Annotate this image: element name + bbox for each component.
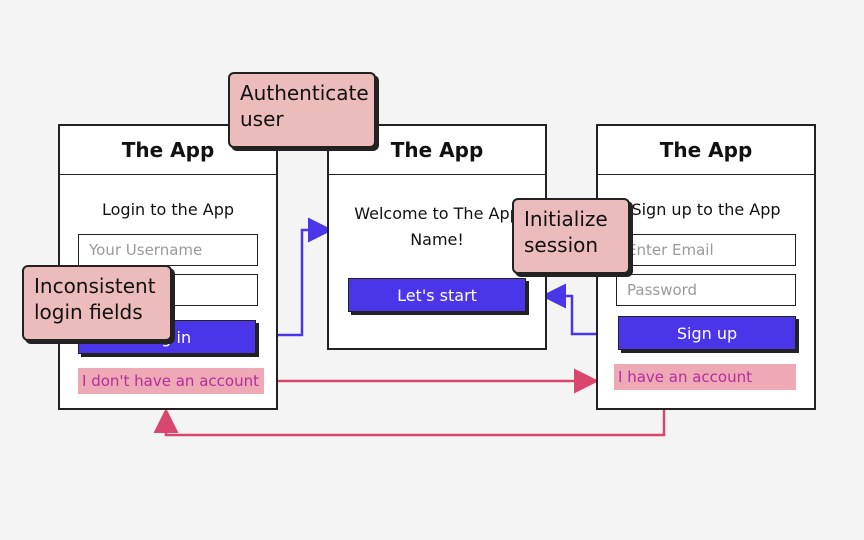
login-heading: Login to the App (102, 200, 234, 219)
signup-password-input[interactable]: Password (616, 274, 796, 306)
authenticate-note-line-1: Authenticate (240, 81, 369, 105)
username-input[interactable]: Your Username (78, 234, 258, 266)
initialize-note-line-1: Initialize (524, 207, 608, 231)
inconsistent-note-line-1: Inconsistent (34, 274, 156, 298)
authenticate-user-note: Authenticate user (228, 72, 376, 148)
welcome-line-1: Welcome to The App (354, 204, 520, 223)
signup-screen: The App Sign up to the App Enter Email P… (596, 124, 816, 410)
welcome-line-2: Name! (410, 230, 464, 249)
signup-screen-title: The App (598, 126, 814, 175)
email-input[interactable]: Enter Email (616, 234, 796, 266)
initialize-note-line-2: session (524, 233, 599, 257)
login-screen-title: The App (60, 126, 276, 175)
inconsistent-login-fields-note: Inconsistent login fields (22, 265, 172, 341)
initialize-session-note: Initialize session (512, 198, 630, 274)
welcome-screen-title: The App (329, 126, 545, 175)
signup-heading: Sign up to the App (631, 200, 781, 219)
lets-start-button[interactable]: Let's start (348, 278, 526, 312)
have-account-link[interactable]: I have an account (614, 364, 796, 390)
signup-button[interactable]: Sign up (618, 316, 796, 350)
no-account-link[interactable]: I don't have an account (78, 368, 264, 394)
authenticate-note-line-2: user (240, 107, 284, 131)
inconsistent-note-line-2: login fields (34, 300, 143, 324)
